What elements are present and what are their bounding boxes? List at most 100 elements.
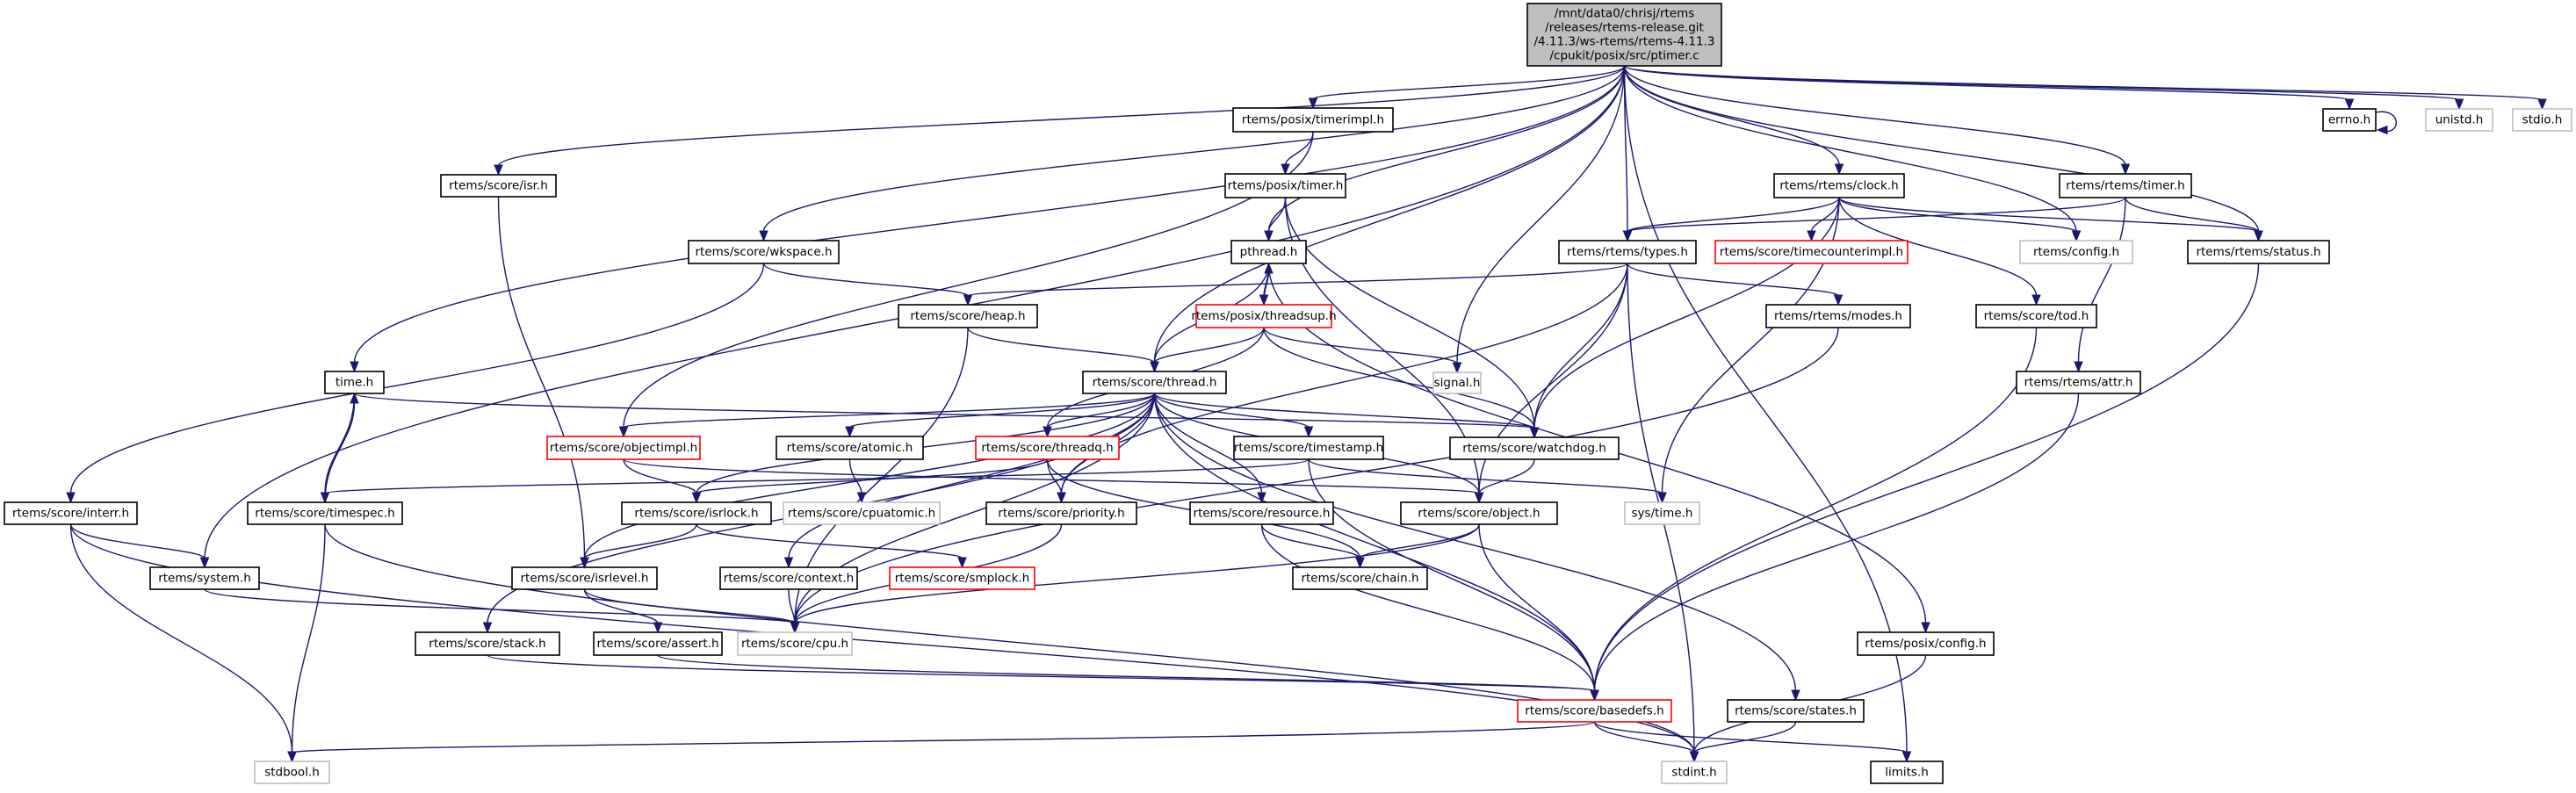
node-heap[interactable]: rtems/score/heap.h [898,304,1038,328]
node-box[interactable] [1082,371,1227,394]
node-rtimer[interactable]: rtems/rtems/timer.h [2059,173,2192,198]
node-box[interactable] [1661,761,1728,784]
node-timespec[interactable]: rtems/score/timespec.h [247,501,403,525]
node-posixconfig[interactable]: rtems/posix/config.h [1857,631,1995,656]
node-box[interactable] [1714,240,1909,264]
node-thread[interactable]: rtems/score/thread.h [1082,371,1227,394]
node-timerimpl[interactable]: rtems/posix/timerimpl.h [1232,107,1394,133]
node-time[interactable]: time.h [324,371,385,394]
node-box[interactable] [1624,501,1700,525]
node-box[interactable] [2322,108,2377,132]
node-systime[interactable]: sys/time.h [1624,501,1700,525]
node-box[interactable] [1232,107,1394,133]
node-unistd[interactable]: unistd.h [2425,108,2493,132]
node-box[interactable] [898,304,1038,328]
node-box[interactable] [1233,436,1384,460]
node-box[interactable] [254,761,330,784]
node-box[interactable] [1773,173,1905,198]
node-box[interactable] [324,371,385,394]
node-errno[interactable]: errno.h [2322,108,2377,132]
node-box[interactable] [1230,240,1307,264]
node-basedefs[interactable]: rtems/score/basedefs.h [1517,699,1672,723]
node-cpuatomic[interactable]: rtems/score/cpuatomic.h [783,501,941,525]
node-box[interactable] [1195,304,1332,328]
node-stdint[interactable]: stdint.h [1661,761,1728,784]
node-box[interactable] [975,436,1120,460]
node-box[interactable] [4,501,138,525]
node-atomic[interactable]: rtems/score/atomic.h [776,436,924,460]
node-signal[interactable]: signal.h [1432,371,1482,394]
node-types[interactable]: rtems/rtems/types.h [1558,240,1697,264]
node-priority[interactable]: rtems/score/priority.h [985,501,1137,525]
node-box[interactable] [737,631,853,656]
node-objectimpl[interactable]: rtems/score/objectimpl.h [546,436,701,460]
node-box[interactable] [149,566,260,590]
node-box[interactable] [440,174,557,198]
node-box[interactable] [1857,631,1995,656]
node-box[interactable] [621,501,772,525]
node-box[interactable] [593,631,723,656]
node-root[interactable]: /mnt/data0/chrisj/rtems/releases/rtems-r… [1526,3,1722,67]
node-assert[interactable]: rtems/score/assert.h [593,631,723,656]
node-attr[interactable]: rtems/rtems/attr.h [2016,371,2141,394]
node-box[interactable] [1727,699,1865,723]
node-status[interactable]: rtems/rtems/status.h [2187,240,2330,264]
node-box[interactable] [1189,501,1334,525]
node-modes[interactable]: rtems/rtems/modes.h [1765,304,1911,328]
node-box[interactable] [1558,240,1697,264]
node-box[interactable] [719,566,858,590]
node-threadq[interactable]: rtems/score/threadq.h [975,436,1120,460]
node-box[interactable] [2512,108,2572,132]
node-box[interactable] [985,501,1137,525]
node-stack[interactable]: rtems/score/stack.h [415,631,560,656]
node-box[interactable] [2425,108,2493,132]
node-isrlock[interactable]: rtems/score/isrlock.h [621,501,772,525]
node-box[interactable] [1432,371,1482,394]
node-box[interactable] [1526,3,1722,67]
node-rconfig[interactable]: rtems/config.h [2019,240,2133,264]
node-limits[interactable]: limits.h [1870,761,1944,784]
node-tod[interactable]: rtems/score/tod.h [1975,304,2097,328]
node-box[interactable] [1975,304,2097,328]
node-system[interactable]: rtems/system.h [149,566,260,590]
node-object[interactable]: rtems/score/object.h [1400,501,1558,525]
node-stdio[interactable]: stdio.h [2512,108,2572,132]
node-box[interactable] [776,436,924,460]
node-chain[interactable]: rtems/score/chain.h [1292,566,1428,590]
node-box[interactable] [415,631,560,656]
node-box[interactable] [1400,501,1558,525]
node-smplock[interactable]: rtems/score/smplock.h [889,566,1035,590]
node-posixtimer[interactable]: rtems/posix/timer.h [1224,173,1346,198]
node-threadsup[interactable]: rtems/posix/threadsup.h [1191,304,1337,328]
node-box[interactable] [1765,304,1911,328]
node-timestamp[interactable]: rtems/score/timestamp.h [1233,436,1384,460]
node-box[interactable] [247,501,403,525]
node-box[interactable] [1224,173,1346,198]
node-states[interactable]: rtems/score/states.h [1727,699,1865,723]
node-cpu[interactable]: rtems/score/cpu.h [737,631,853,656]
node-stdbool[interactable]: stdbool.h [254,761,330,784]
node-pthread[interactable]: pthread.h [1230,240,1307,264]
node-box[interactable] [1449,436,1620,460]
node-clock[interactable]: rtems/rtems/clock.h [1773,173,1905,198]
node-box[interactable] [889,566,1035,590]
node-box[interactable] [1870,761,1944,784]
node-box[interactable] [783,501,941,525]
node-box[interactable] [1292,566,1428,590]
node-box[interactable] [2187,240,2330,264]
node-box[interactable] [546,436,701,460]
node-isrlevel[interactable]: rtems/score/isrlevel.h [511,566,658,590]
node-timecounterimpl[interactable]: rtems/score/timecounterimpl.h [1714,240,1909,264]
node-box[interactable] [2019,240,2133,264]
node-resource[interactable]: rtems/score/resource.h [1189,501,1334,525]
node-wkspace[interactable]: rtems/score/wkspace.h [688,240,840,264]
node-box[interactable] [511,566,658,590]
node-watchdog[interactable]: rtems/score/watchdog.h [1449,436,1620,460]
node-box[interactable] [2016,371,2141,394]
node-context[interactable]: rtems/score/context.h [719,566,858,590]
node-box[interactable] [2059,173,2192,198]
node-isr[interactable]: rtems/score/isr.h [440,174,557,198]
node-box[interactable] [1517,699,1672,723]
node-interr[interactable]: rtems/score/interr.h [4,501,138,525]
node-box[interactable] [688,240,840,264]
